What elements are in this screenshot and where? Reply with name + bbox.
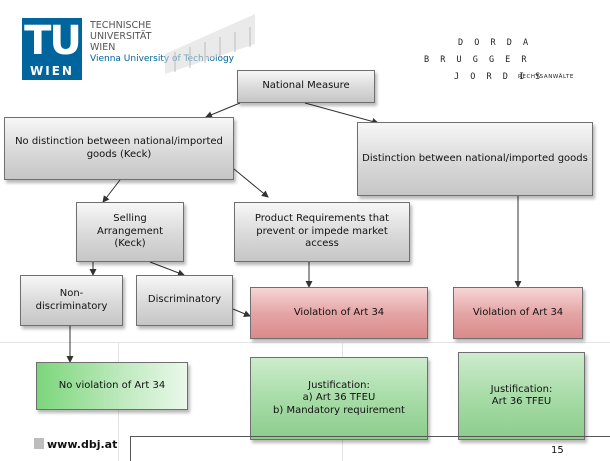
arrow-selling-to-disc xyxy=(149,261,185,277)
firm-suffix: RECHTSANWÄLTE xyxy=(518,74,574,80)
footer-mark xyxy=(34,438,44,449)
university-line-1: TECHNISCHE xyxy=(90,20,152,31)
distinction-box: Distinction between national/imported go… xyxy=(357,122,593,196)
dorda-brugger-jordis-logo: D O R D A B R U G G E R J O R D I S RECH… xyxy=(420,34,600,94)
justification-right-box: Justification: Art 36 TFEU xyxy=(458,352,585,440)
arrow-disc-to-violation xyxy=(232,308,251,317)
non-discriminatory-box: Non-discriminatory xyxy=(20,275,123,326)
no-violation-box: No violation of Art 34 xyxy=(36,362,188,410)
footer-website: www.dbj.at xyxy=(47,438,118,451)
justification-right-title: Justification: xyxy=(490,383,553,395)
university-name: TECHNISCHE UNIVERSITÄT WIEN Vienna Unive… xyxy=(90,20,234,65)
building-illustration xyxy=(165,14,255,74)
justification-center-title: Justification: xyxy=(308,379,370,391)
justification-right-line: Art 36 TFEU xyxy=(491,396,552,407)
justification-center-b: b) Mandatory requirement xyxy=(273,404,405,416)
arrow-measure-to-nodistinction xyxy=(205,102,241,118)
logo-wien-text: WIEN xyxy=(30,64,74,78)
product-requirements-box: Product Requirements that prevent or imp… xyxy=(234,202,410,262)
arrow-measure-to-distinction xyxy=(304,102,379,125)
arrow-nodistinction-to-product xyxy=(233,168,269,198)
page-number: 15 xyxy=(551,445,564,456)
divider-line xyxy=(0,342,610,343)
violation-art34-right-box: Violation of Art 34 xyxy=(453,287,583,339)
violation-art34-center-box: Violation of Art 34 xyxy=(250,287,428,339)
logo-tu-text: TU xyxy=(24,18,82,64)
justification-center-box: Justification: a) Art 36 TFEU b) Mandato… xyxy=(250,357,428,440)
arrow-nodistinction-to-selling xyxy=(102,179,121,203)
firm-line-3: J O R D I S xyxy=(454,72,544,82)
university-line-3: WIEN xyxy=(90,42,116,53)
university-line-2: UNIVERSITÄT xyxy=(90,31,152,42)
footer-rule xyxy=(130,436,610,437)
firm-line-2: B R U G G E R xyxy=(424,55,530,65)
tu-wien-logo: TU WIEN xyxy=(22,18,82,80)
no-distinction-box: No distinction between national/imported… xyxy=(4,117,234,180)
firm-line-1: D O R D A xyxy=(458,38,532,48)
selling-arrangement-box: Selling Arrangement (Keck) xyxy=(76,202,184,262)
discriminatory-box: Discriminatory xyxy=(136,275,233,326)
university-subtitle: Vienna University of Technology xyxy=(90,54,234,64)
justification-center-a: a) Art 36 TFEU xyxy=(302,392,376,404)
national-measure-box: National Measure xyxy=(237,70,375,103)
footer-rule-tick xyxy=(130,436,131,461)
